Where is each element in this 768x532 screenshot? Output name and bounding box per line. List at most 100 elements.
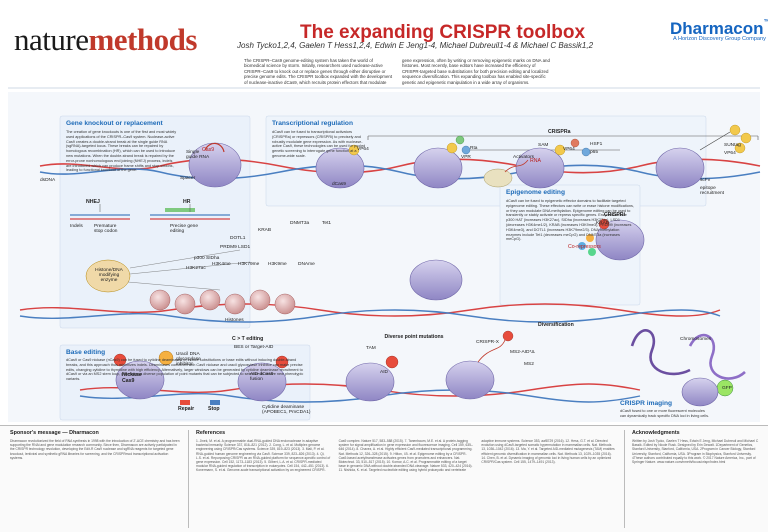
label-vpr: VPR	[461, 155, 471, 160]
label-vp64: VP64	[357, 147, 369, 152]
label-repair: Repair	[178, 406, 195, 412]
label-crispr-x: CRISPR-X	[476, 340, 499, 345]
label-stop: Stop	[208, 406, 220, 412]
label-gfp: GFP	[722, 386, 732, 391]
label-ms2-aid: MS2-AID*Δ	[510, 350, 535, 355]
label-prdm9: PRDM9 LSD1	[220, 245, 251, 250]
rna-polymerase	[483, 168, 513, 188]
label-tet1: Tet1	[322, 221, 332, 226]
label-suntag: SUNtag	[724, 143, 741, 148]
histone-modifying-enzyme	[85, 259, 131, 293]
label-c-to-t: C > T editing	[232, 336, 264, 342]
histone-3	[199, 289, 221, 311]
label-corepressors: Co-repressors	[568, 244, 601, 250]
journal-name-bold: methods	[88, 22, 197, 57]
repair-template	[165, 208, 195, 212]
journal-name: nature	[14, 22, 89, 57]
dcas9-vpr	[413, 147, 463, 189]
label-histones: Histones	[225, 318, 244, 323]
footer-divider-1	[188, 430, 189, 528]
label-vp64-suntag: VP64	[724, 151, 736, 156]
histone-5	[249, 289, 271, 311]
label-sgrna: Single guide RNA	[186, 150, 210, 160]
chromosome-2	[688, 333, 746, 380]
dcas9-vp64	[315, 147, 365, 189]
label-cas9: Cas9	[202, 147, 215, 153]
vp64-domain	[348, 144, 360, 156]
dcas9-suntag	[655, 147, 705, 189]
label-nhej: NHEJ	[86, 199, 100, 205]
histone-1	[149, 289, 171, 311]
dna-strand-top-a	[39, 158, 761, 174]
stop-swatch	[210, 400, 220, 405]
dcas9-epigenome	[409, 259, 463, 301]
label-spacer: Spacer	[180, 176, 196, 181]
label-nickase: Nickase Cas9	[122, 372, 142, 384]
epigenome-title: Epigenome editing	[506, 189, 565, 196]
label-scfv: scFv	[700, 178, 711, 183]
label-sam: SAM	[538, 143, 549, 148]
dcas9-sam	[515, 147, 565, 189]
nickase-cas9	[115, 360, 165, 400]
dcas9-gfp	[681, 377, 719, 407]
histone-2	[174, 293, 196, 315]
label-hr: HR	[183, 199, 191, 205]
krab-domain	[598, 218, 610, 230]
imaging-body: dCas9 fused to one or more fluorescent m…	[620, 409, 710, 418]
histone-6	[274, 293, 296, 315]
label-rta: Rta	[470, 146, 478, 151]
references-text: 1. Jinek, M. et al. A programmable dual-…	[196, 439, 615, 473]
dcas9-krab	[595, 219, 645, 261]
label-dcas9-1: dCas9	[332, 182, 346, 187]
knockout-body: The creation of gene knockouts is one of…	[66, 130, 177, 173]
label-diversification: Diversification	[538, 322, 574, 328]
dna-strand-top-b	[39, 164, 761, 180]
chromosome-1	[630, 329, 691, 376]
sponsor-message-text: Dharmacon revolutionized the field of RN…	[10, 439, 180, 460]
sponsor-logo: Dharmacon™	[670, 19, 768, 39]
aid-dcas9	[237, 362, 287, 402]
repair-swatch	[180, 400, 190, 405]
label-ugi: Uracil DNA glycosylase inhibitor	[176, 352, 201, 367]
brand-subtitle: A Horizon Discovery Group Company	[673, 36, 766, 42]
references-title: References	[196, 430, 226, 436]
label-diverse-point: Diverse point mutations	[384, 334, 444, 340]
label-dsdna: dsDNA	[40, 178, 56, 183]
label-indels: Indels	[70, 224, 83, 229]
label-tam: TAM	[366, 346, 376, 351]
label-vp64-sam: VP64	[563, 147, 575, 152]
poster-title: The expanding CRISPR toolbox	[300, 22, 586, 43]
label-h3k4me: H3K4me	[212, 262, 231, 267]
label-h3k27ac: H3K27ac	[186, 266, 206, 271]
label-dotl1: DOTL1	[230, 236, 246, 241]
base-editing-body: dCas9 or Cas9 nickase (nCas9) can be fus…	[66, 358, 304, 382]
journal-logo: naturemethods	[14, 22, 197, 58]
label-activators: Activators	[513, 155, 535, 160]
label-cytidine-deaminase: Cytidine deaminase (APOBEC1, PmCDA1)	[262, 405, 311, 415]
intro-col2: gene expression, often by writing or rem…	[402, 58, 550, 85]
dna-strand-mid-b	[19, 309, 721, 323]
dcas9-crispr-x	[445, 360, 495, 400]
rna-transcript	[504, 159, 529, 173]
authors: Josh Tycko1,2,4, Gaelen T Hess1,2,4, Edw…	[237, 41, 594, 50]
label-krab-i: KRAB	[596, 221, 610, 226]
label-epitope: epitope recruitment	[700, 186, 724, 196]
label-hsf1: HSF1	[590, 142, 603, 147]
brand-tm: ™	[763, 19, 768, 26]
epigenome-body: dCas9 can be fused to epigenetic effecto…	[506, 199, 634, 242]
base-editing-title: Base editing	[66, 349, 106, 356]
brand-name: Dharmacon	[670, 19, 764, 38]
dna-strand-mid-a	[19, 303, 721, 317]
knockout-title: Gene knockout or replacement	[66, 120, 163, 127]
label-bes: BES or Target-AID	[234, 345, 274, 350]
transcription-title: Transcriptional regulation	[272, 120, 353, 127]
label-aid-dcas9: AID-dCas9 fusion	[250, 372, 274, 382]
label-histone-enzyme: Histone/DNA modifying enzyme	[95, 268, 123, 283]
ugi-domain	[158, 350, 174, 366]
label-dnmt3a: DNMT3a	[290, 221, 310, 226]
footer: Sponsor's message — Dharmacon Dharmacon …	[0, 425, 768, 532]
sponsor-message-title: Sponsor's message — Dharmacon	[10, 430, 99, 436]
credits-title: Acknowledgments	[632, 430, 680, 436]
